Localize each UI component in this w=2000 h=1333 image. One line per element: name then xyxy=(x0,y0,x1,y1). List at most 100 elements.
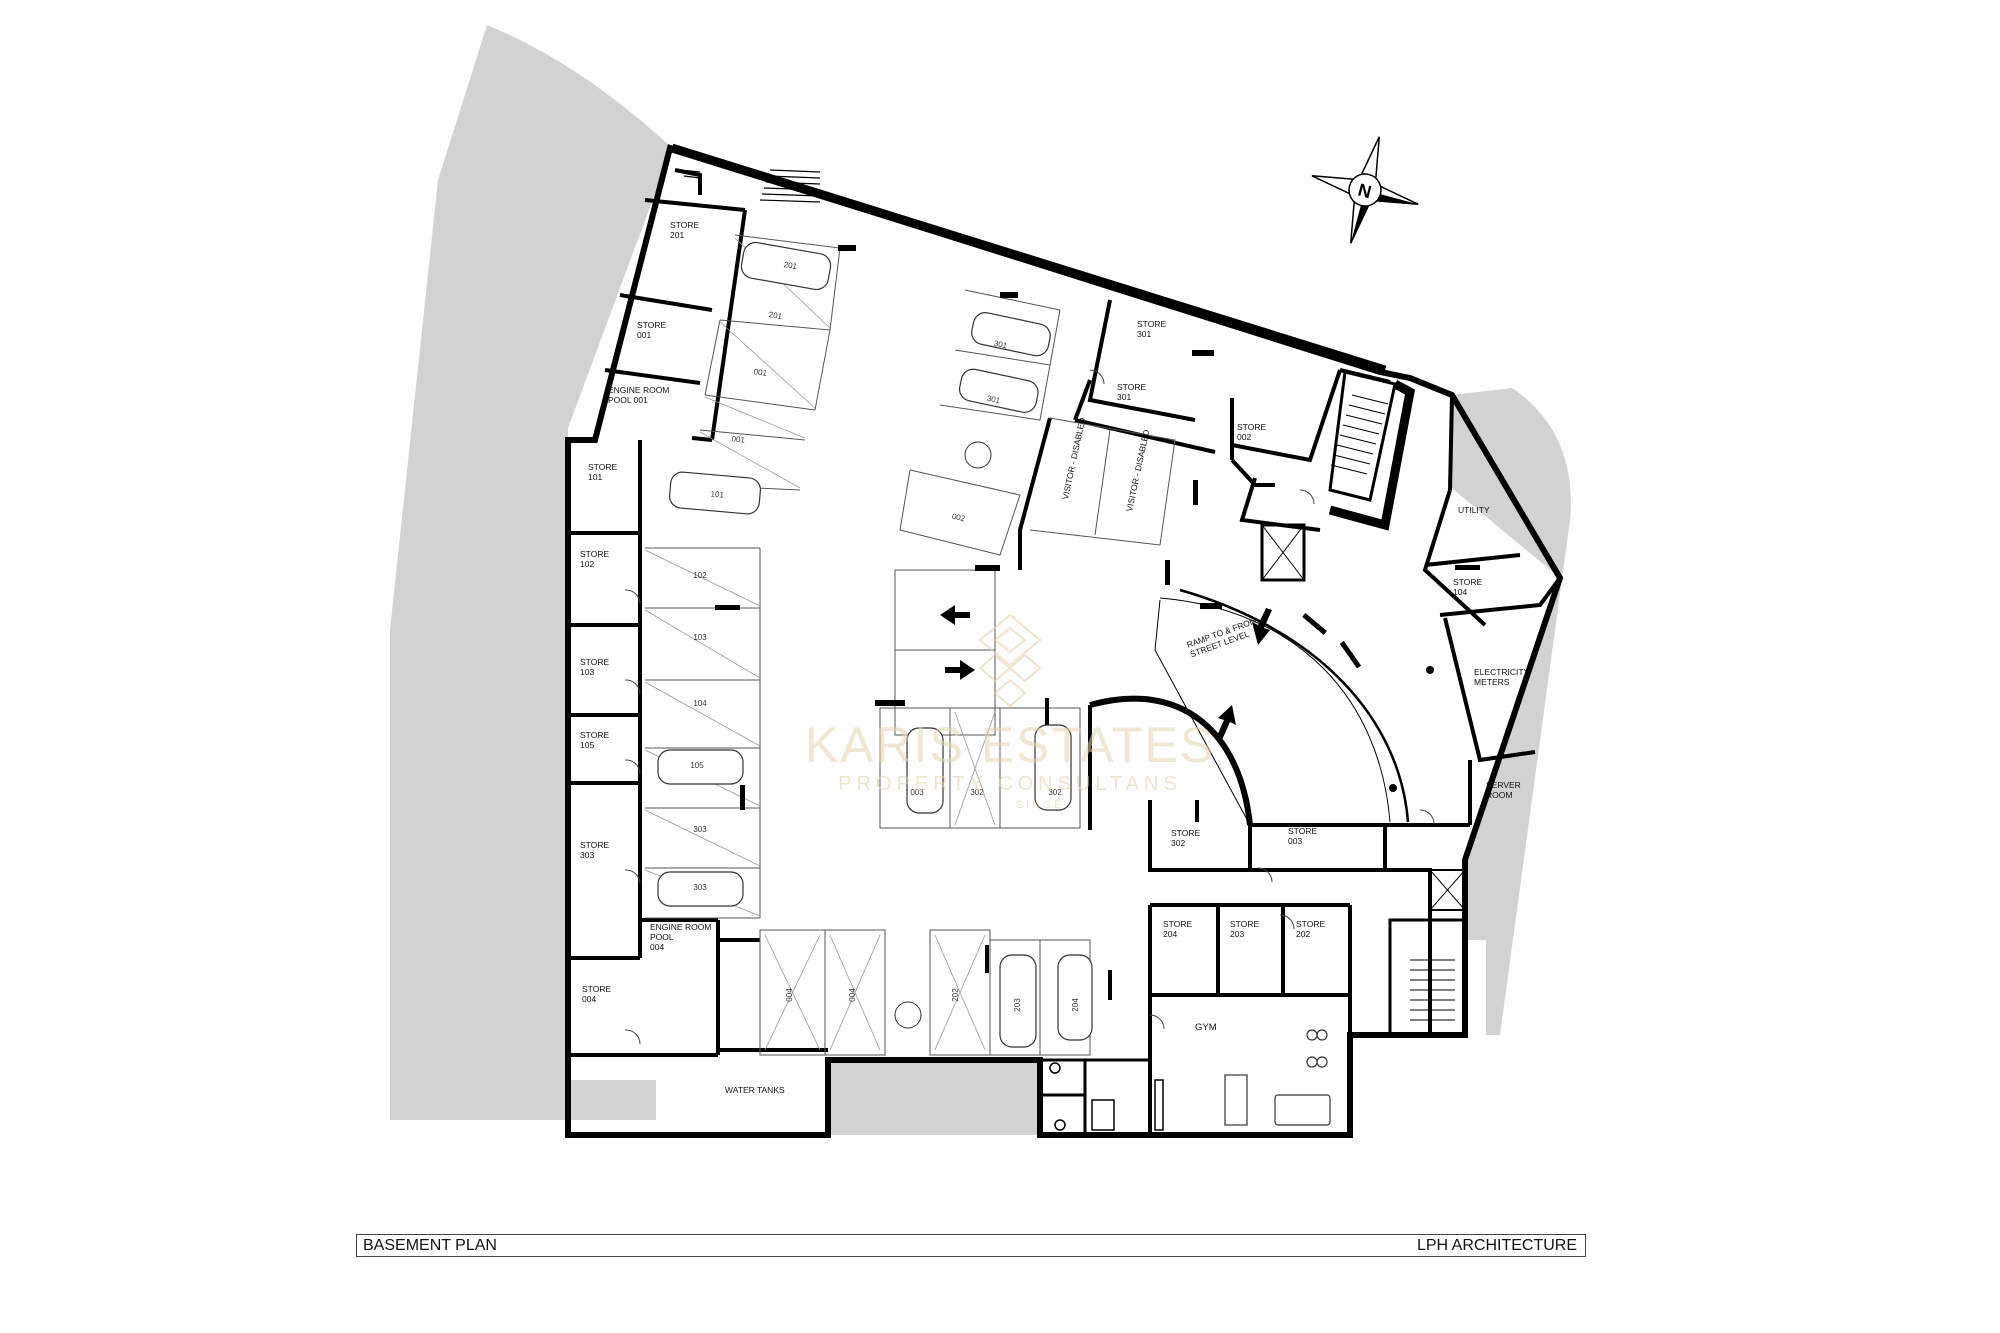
lift-pits xyxy=(894,441,992,1029)
south-east-rooms xyxy=(1148,800,1467,1135)
door-swings xyxy=(624,369,1435,1045)
bay-number: 203 xyxy=(1013,998,1022,1012)
car-icon xyxy=(740,241,832,291)
north-east-stores xyxy=(1018,299,1391,570)
watermark-name: KARIS ESTATES xyxy=(805,717,1215,773)
north-arrow-icon: N xyxy=(1311,136,1419,244)
bay-number: 301 xyxy=(986,394,1001,406)
room-label-line: 004 xyxy=(650,942,664,952)
room-label-visitor-2: VISITOR - DISABLED xyxy=(1124,429,1151,513)
room-label-line: 103 xyxy=(580,667,594,677)
east-rooms xyxy=(1422,394,1562,825)
car-icon xyxy=(669,471,761,515)
room-label-line: STORE xyxy=(1163,919,1192,929)
room-label-line: VISITOR - DISABLED xyxy=(1124,429,1151,513)
car-icon xyxy=(906,727,944,814)
north-label: N xyxy=(1356,180,1374,203)
bay-number: 302 xyxy=(1048,788,1062,797)
room-label-gym: GYM xyxy=(1195,1022,1217,1033)
lift-north xyxy=(1260,523,1306,582)
west-stores xyxy=(568,440,828,1057)
room-label-line: STORE xyxy=(670,220,699,230)
gym-equipment xyxy=(1224,1029,1331,1126)
parking-bays-north xyxy=(899,289,1176,556)
room-label-ramp: RAMP TO & FROMSTREET LEVEL xyxy=(1185,615,1261,659)
watermark-sub: SINCE xyxy=(1016,799,1065,811)
bay-number: 105 xyxy=(690,761,704,770)
room-label-line: POOL 001 xyxy=(608,395,648,405)
room-label-line: 301 xyxy=(1137,329,1151,339)
watermark: KARIS ESTATES PROPERTY CONSULTANS SINCE xyxy=(805,613,1215,811)
room-label-line: STORE xyxy=(580,549,609,559)
room-label-line: STORE xyxy=(588,462,617,472)
bay-number: 002 xyxy=(951,512,966,524)
room-label-line: 102 xyxy=(580,559,594,569)
room-label-line: STORE xyxy=(1230,919,1259,929)
room-label-line: ELECTRICITY xyxy=(1474,667,1530,677)
title-block: BASEMENT PLAN LPH ARCHITECTURE xyxy=(356,1234,1586,1257)
bay-number: 204 xyxy=(1071,998,1080,1012)
room-label-line: 301 xyxy=(1117,392,1131,402)
room-label-line: STORE xyxy=(582,984,611,994)
room-label-line: 302 xyxy=(1171,838,1185,848)
bay-number: 201 xyxy=(783,260,798,271)
bay-number: 101 xyxy=(710,489,725,499)
stair-south-east xyxy=(1410,959,1455,1021)
bay-number: 001 xyxy=(753,367,768,378)
room-label-line: UTILITY xyxy=(1458,505,1490,515)
room-label-line: STORE xyxy=(1288,826,1317,836)
bay-number: 303 xyxy=(693,825,707,834)
bay-number: 003 xyxy=(910,788,924,797)
ground-area-west xyxy=(390,25,672,1120)
room-label-line: 203 xyxy=(1230,929,1244,939)
room-label-line: 202 xyxy=(1296,929,1310,939)
bay-number: 303 xyxy=(693,883,707,892)
car-icons xyxy=(657,241,1093,1048)
watermark-logo-icon xyxy=(978,613,1042,708)
room-label-line: 001 xyxy=(637,330,651,340)
wall-stubs xyxy=(715,245,1480,1000)
room-label-line: STORE xyxy=(1171,828,1200,838)
car-icon xyxy=(958,368,1039,413)
room-label-line: 004 xyxy=(582,994,596,1004)
car-icon xyxy=(999,954,1037,1048)
room-label-visitor-1: VISITOR - DISABLED xyxy=(1060,417,1087,501)
bay-number: 004 xyxy=(848,988,857,1002)
bay-number: 102 xyxy=(693,571,707,580)
room-label-line: WATER TANKS xyxy=(725,1085,785,1095)
bay-number: 302 xyxy=(970,788,984,797)
room-label-line: 204 xyxy=(1163,929,1177,939)
room-label-line: STORE xyxy=(1117,382,1146,392)
room-label-line: METERS xyxy=(1474,677,1510,687)
room-label-line: STORE xyxy=(580,657,609,667)
bay-number: 201 xyxy=(768,310,783,321)
room-label-line: ROOM xyxy=(1486,790,1512,800)
car-icon xyxy=(1034,724,1072,811)
room-label-line: GYM xyxy=(1195,1022,1217,1033)
north-wall-thick xyxy=(670,143,1387,375)
room-label-line: 003 xyxy=(1288,836,1302,846)
room-label-line: STORE xyxy=(1296,919,1325,929)
car-icon xyxy=(971,312,1051,357)
stair-north-west xyxy=(679,169,821,203)
room-label-line: STORE xyxy=(580,730,609,740)
room-label-utility: UTILITY xyxy=(1458,505,1490,515)
room-label-line: 101 xyxy=(588,472,602,482)
